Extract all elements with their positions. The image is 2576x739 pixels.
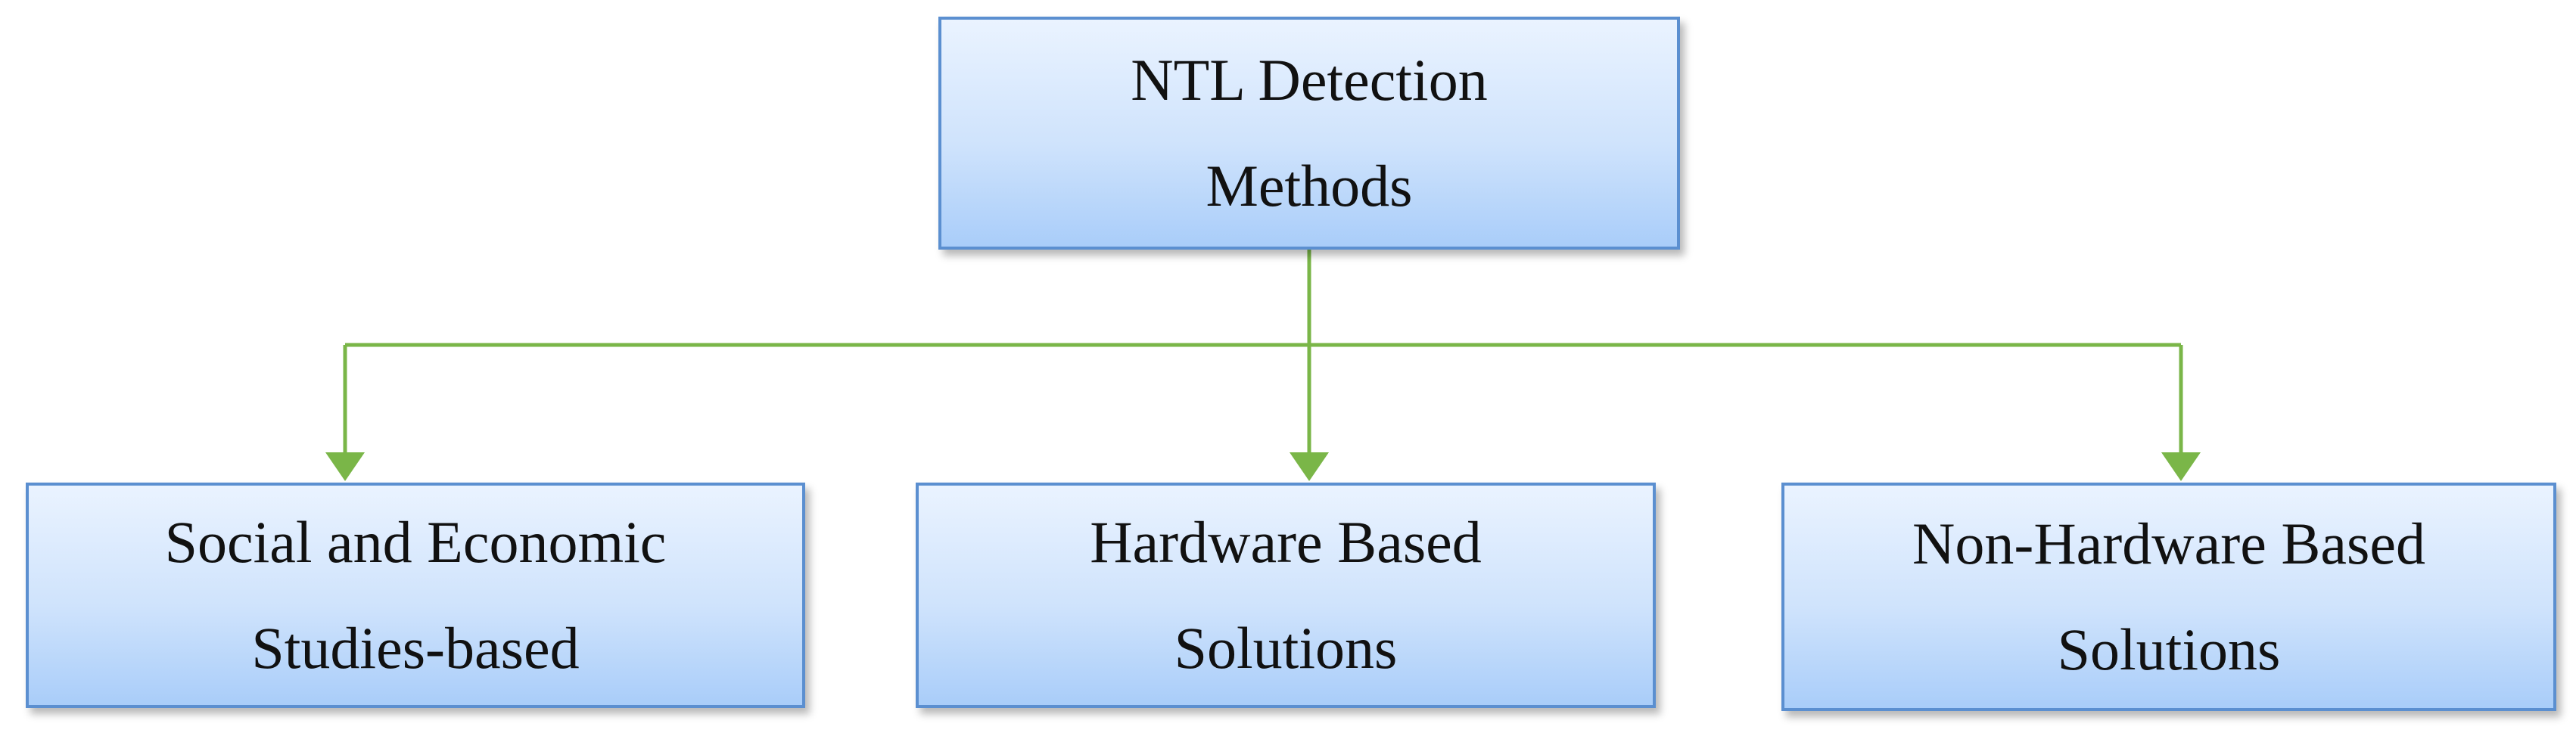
node-social-economic-studies: Social and Economic Studies-based (26, 483, 805, 708)
node-label-line: Hardware Based (1090, 509, 1482, 575)
arrowhead-social (325, 452, 365, 481)
node-label: NTL Detection Methods (1131, 27, 1487, 239)
node-ntl-detection-methods: NTL Detection Methods (938, 17, 1680, 250)
node-non-hardware-based-solutions: Non-Hardware Based Solutions (1781, 483, 2556, 711)
arrowhead-hardware (1290, 452, 1329, 481)
node-label-line: Studies-based (251, 615, 580, 681)
arrowhead-nonhardware (2161, 452, 2201, 481)
node-hardware-based-solutions: Hardware Based Solutions (916, 483, 1656, 708)
node-label: Social and Economic Studies-based (165, 489, 667, 701)
node-label-line: Methods (1206, 153, 1413, 219)
node-label-line: Social and Economic (164, 509, 667, 575)
node-label: Hardware Based Solutions (1090, 489, 1482, 701)
node-label-line: Solutions (2057, 616, 2281, 682)
node-label: Non-Hardware Based Solutions (1912, 491, 2425, 703)
node-label-line: Non-Hardware Based (1912, 511, 2425, 576)
node-label-line: NTL Detection (1131, 47, 1488, 113)
node-label-line: Solutions (1174, 615, 1398, 681)
